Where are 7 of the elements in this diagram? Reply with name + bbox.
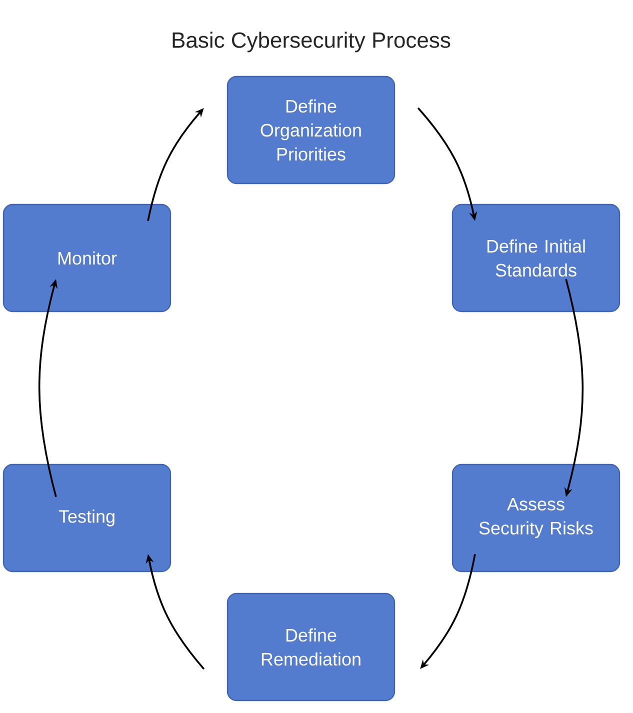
process-box: Define Initial Standards — [452, 204, 620, 312]
title: Basic Cybersecurity Process — [172, 32, 450, 52]
process-box: Define Remediation — [226, 592, 396, 702]
process-box: Assess Security Risks — [452, 464, 620, 572]
process-box: Testing — [2, 464, 172, 572]
process-box: Define Organization Priorities — [226, 76, 396, 184]
process-box: Monitor — [2, 204, 172, 312]
